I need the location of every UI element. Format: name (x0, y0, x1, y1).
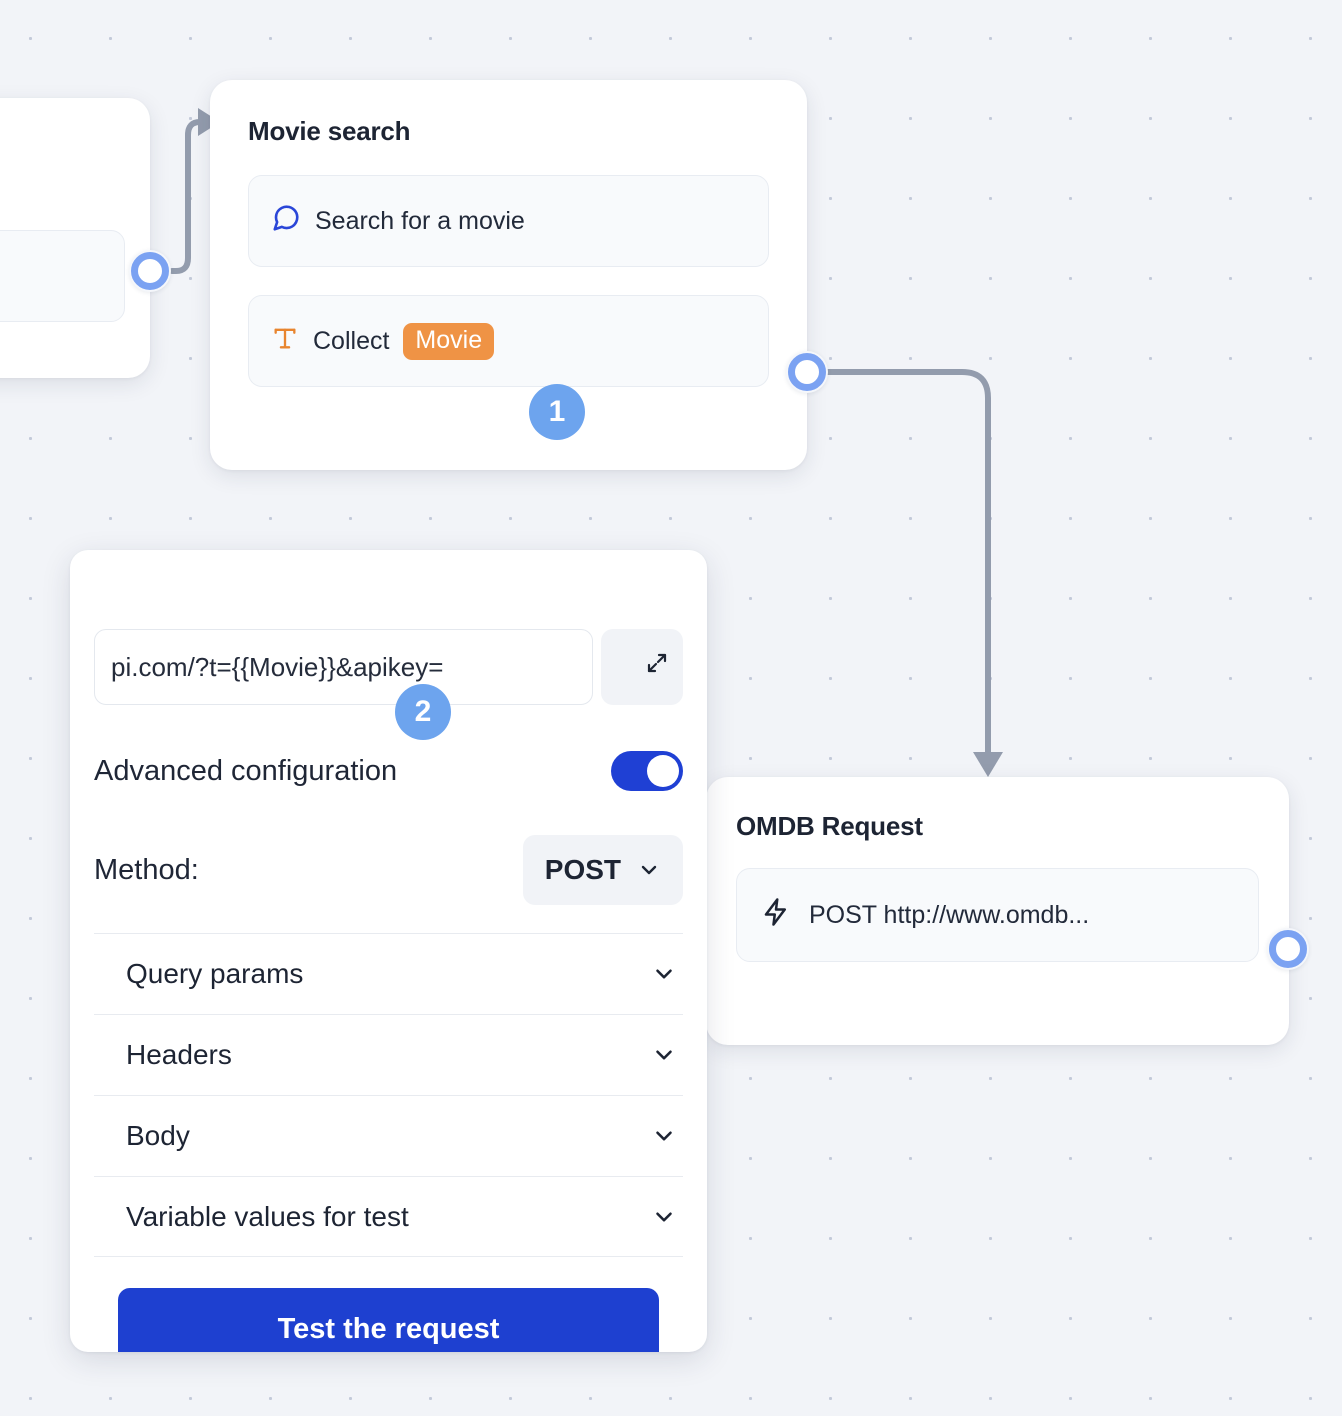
config-sections: Query params Headers Body (94, 933, 683, 1257)
method-select[interactable]: POST (522, 835, 683, 905)
text-t-icon (271, 324, 299, 359)
section-variable-values-for-test[interactable]: Variable values for test (94, 1176, 683, 1257)
section-label: Query params (126, 958, 304, 989)
section-body[interactable]: Body (94, 1095, 683, 1176)
variable-chip-movie[interactable]: Movie (403, 322, 495, 360)
expand-panel-button[interactable] (631, 637, 683, 689)
node-row-label: Search for a movie (315, 206, 525, 235)
section-label: Variable values for test (126, 1200, 409, 1232)
step-badge-2: 2 (395, 684, 451, 740)
advanced-configuration-row[interactable]: Advanced configuration (94, 751, 683, 791)
section-label: Body (126, 1120, 190, 1151)
node-partial-left[interactable] (0, 98, 150, 378)
chevron-down-icon (656, 1211, 672, 1222)
connector-port-left-node[interactable] (129, 250, 171, 292)
node-row-label: Collect (313, 326, 390, 355)
speech-bubble-icon (271, 203, 301, 240)
advanced-configuration-toggle[interactable] (611, 751, 683, 791)
method-label: Method: (94, 853, 199, 886)
node-movie-search-title: Movie search (248, 116, 411, 146)
chevron-down-icon (656, 1131, 672, 1141)
section-label: Headers (126, 1039, 232, 1070)
connector-port-omdb-request[interactable] (1267, 928, 1309, 970)
request-url-input[interactable] (94, 629, 593, 705)
chevron-down-icon (641, 865, 657, 875)
node-row-post-request[interactable]: POST http://www.omdb... (736, 868, 1259, 962)
chevron-down-icon (656, 1050, 672, 1060)
node-row-label: POST http://www.omdb... (809, 900, 1090, 929)
node-row-collect-movie[interactable]: Collect Movie (248, 295, 769, 387)
expand-diagonal-icon (647, 653, 667, 673)
test-the-request-button[interactable]: Test the request (118, 1288, 659, 1352)
chevron-down-icon (656, 969, 672, 979)
step-badge-1: 1 (529, 384, 585, 440)
node-omdb-request[interactable]: OMDB Request POST http://www.omdb... (706, 777, 1289, 1045)
method-row: Method: POST (94, 835, 683, 905)
node-movie-search[interactable]: Movie search Search for a movie Collect (210, 80, 807, 470)
advanced-configuration-label: Advanced configuration (94, 754, 398, 787)
section-query-params[interactable]: Query params (94, 933, 683, 1014)
lightning-bolt-icon (761, 897, 791, 934)
node-omdb-request-title: OMDB Request (736, 811, 923, 841)
node-row-search-for-a-movie[interactable]: Search for a movie (248, 175, 769, 267)
request-config-panel[interactable]: Advanced configuration Method: POST Quer… (70, 550, 707, 1352)
section-headers[interactable]: Headers (94, 1014, 683, 1095)
node-partial-left-row[interactable] (0, 230, 125, 322)
url-row[interactable] (94, 629, 683, 705)
method-select-value: POST (544, 854, 621, 885)
connector-port-movie-search[interactable] (786, 351, 828, 393)
